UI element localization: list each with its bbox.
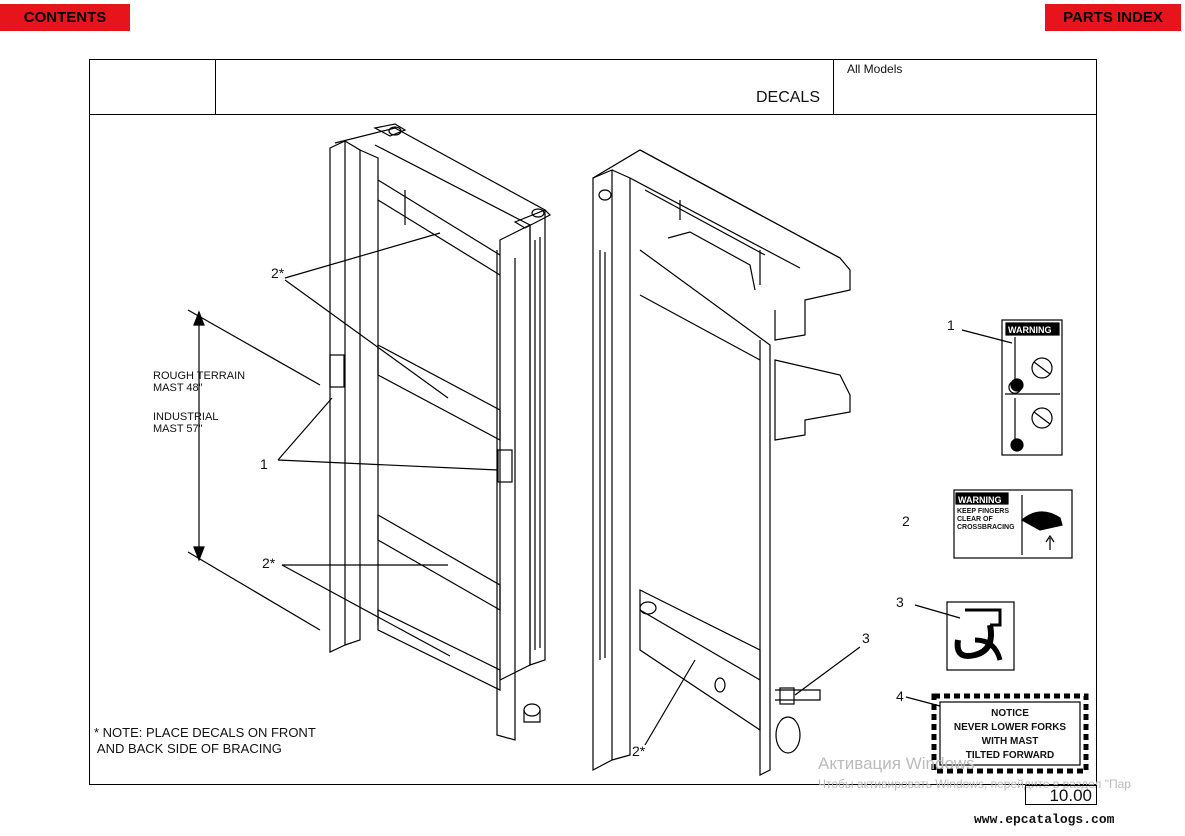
notice-title: NOTICE [991,708,1029,719]
rough-terrain-label: ROUGH TERRAIN MAST 48" [153,370,246,394]
decal-1-warning [1001,319,1063,456]
right-mast-illustration [592,149,861,776]
decal-2-header: WARNING [958,495,1002,505]
key-1: 1 [947,317,955,333]
windows-watermark-sub: Чтобы активировать Windows, перейдите в … [818,777,1131,791]
models-label: All Models [847,62,903,76]
callout-2-star: 2* [262,555,276,571]
header-rule [90,114,1096,115]
notice-line: TILTED FORWARD [965,750,1055,761]
decal-1-header: WARNING [1008,325,1052,335]
header-divider [833,60,834,114]
callout-2-star: 2* [271,265,285,281]
notice-line: NEVER LOWER FORKS [953,722,1067,733]
parts-index-button[interactable]: PARTS INDEX [1045,4,1181,31]
left-mast-illustration [187,123,552,741]
decal-3-pictogram [946,601,1015,671]
key-4: 4 [896,688,904,704]
site-footer: www.epcatalogs.com [974,812,1115,827]
key-3: 3 [896,594,904,610]
decal-2-text: KEEP FINGERS CLEAR OF CROSSBRACING [957,508,1015,531]
contents-button[interactable]: CONTENTS [0,4,130,31]
placement-note: * NOTE: PLACE DECALS ON FRONT AND BACK S… [94,725,316,756]
drawing-sheet: DECALS All Models [89,59,1097,785]
page-title: DECALS [755,89,820,106]
windows-watermark: Активация Windows [818,754,975,773]
industrial-label: INDUSTRIAL MAST 57" [153,411,219,435]
decal-2-warning [953,489,1073,559]
notice-line: WITH MAST [981,736,1039,747]
callout-2-star: 2* [632,743,646,759]
decal-4-notice [931,693,1089,774]
callout-1: 1 [260,456,268,472]
key-2: 2 [902,513,910,529]
callout-3: 3 [862,630,870,646]
page-number: 10.00 [1025,785,1097,805]
header-divider [215,60,216,114]
